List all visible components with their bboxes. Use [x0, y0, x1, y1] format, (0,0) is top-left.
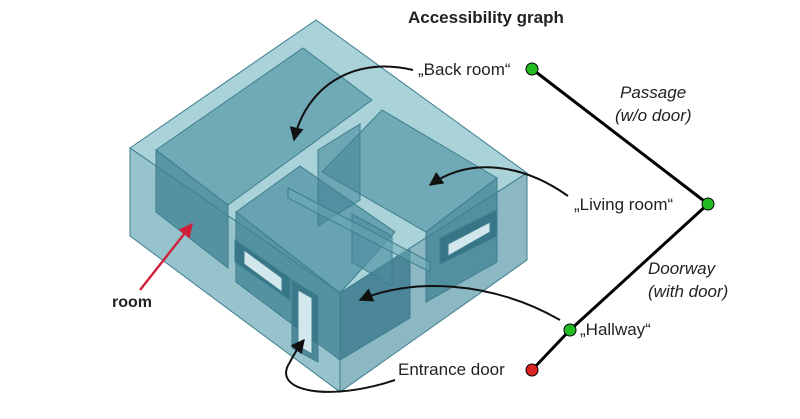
- passage-label-line2: (w/o door): [615, 106, 692, 125]
- entrance-door-panel: [297, 289, 313, 355]
- left-window-glass: [243, 249, 283, 293]
- edge-doorway-lower: [530, 328, 572, 372]
- living-room-label: „Living room“: [574, 195, 674, 214]
- entrance-door-label: Entrance door: [398, 360, 505, 379]
- right-window-glass: [447, 221, 491, 257]
- entrance-door-arrow: [285, 338, 396, 393]
- back-room-front: [155, 148, 229, 270]
- edge-passage: [531, 67, 709, 206]
- node-entrance-door: [525, 363, 539, 377]
- annotation-arrows: [285, 65, 569, 393]
- graph-title: Accessibility graph: [408, 8, 564, 27]
- back-room-arrow: [289, 65, 414, 142]
- back-room-label: „Back room“: [418, 60, 511, 79]
- living-room-arrow: [428, 166, 569, 197]
- passage-label-line1: Passage: [620, 83, 687, 102]
- inner-wall-1: [317, 123, 361, 227]
- doorway-label-line1: Doorway: [648, 259, 716, 278]
- hallway-label: „Hallway“: [580, 320, 651, 339]
- accessibility-graph: [525, 62, 715, 377]
- doorway-label-line2: (with door): [648, 282, 729, 301]
- room-label: room: [112, 294, 152, 311]
- room-arrow: [139, 222, 193, 291]
- node-living-room: [701, 197, 715, 211]
- hallway-arrow: [358, 285, 561, 321]
- node-hallway: [563, 323, 577, 337]
- node-back-room: [525, 62, 539, 76]
- edge-doorway-upper: [568, 202, 710, 332]
- building-model: [129, 19, 528, 393]
- inner-wall-3: [287, 187, 431, 273]
